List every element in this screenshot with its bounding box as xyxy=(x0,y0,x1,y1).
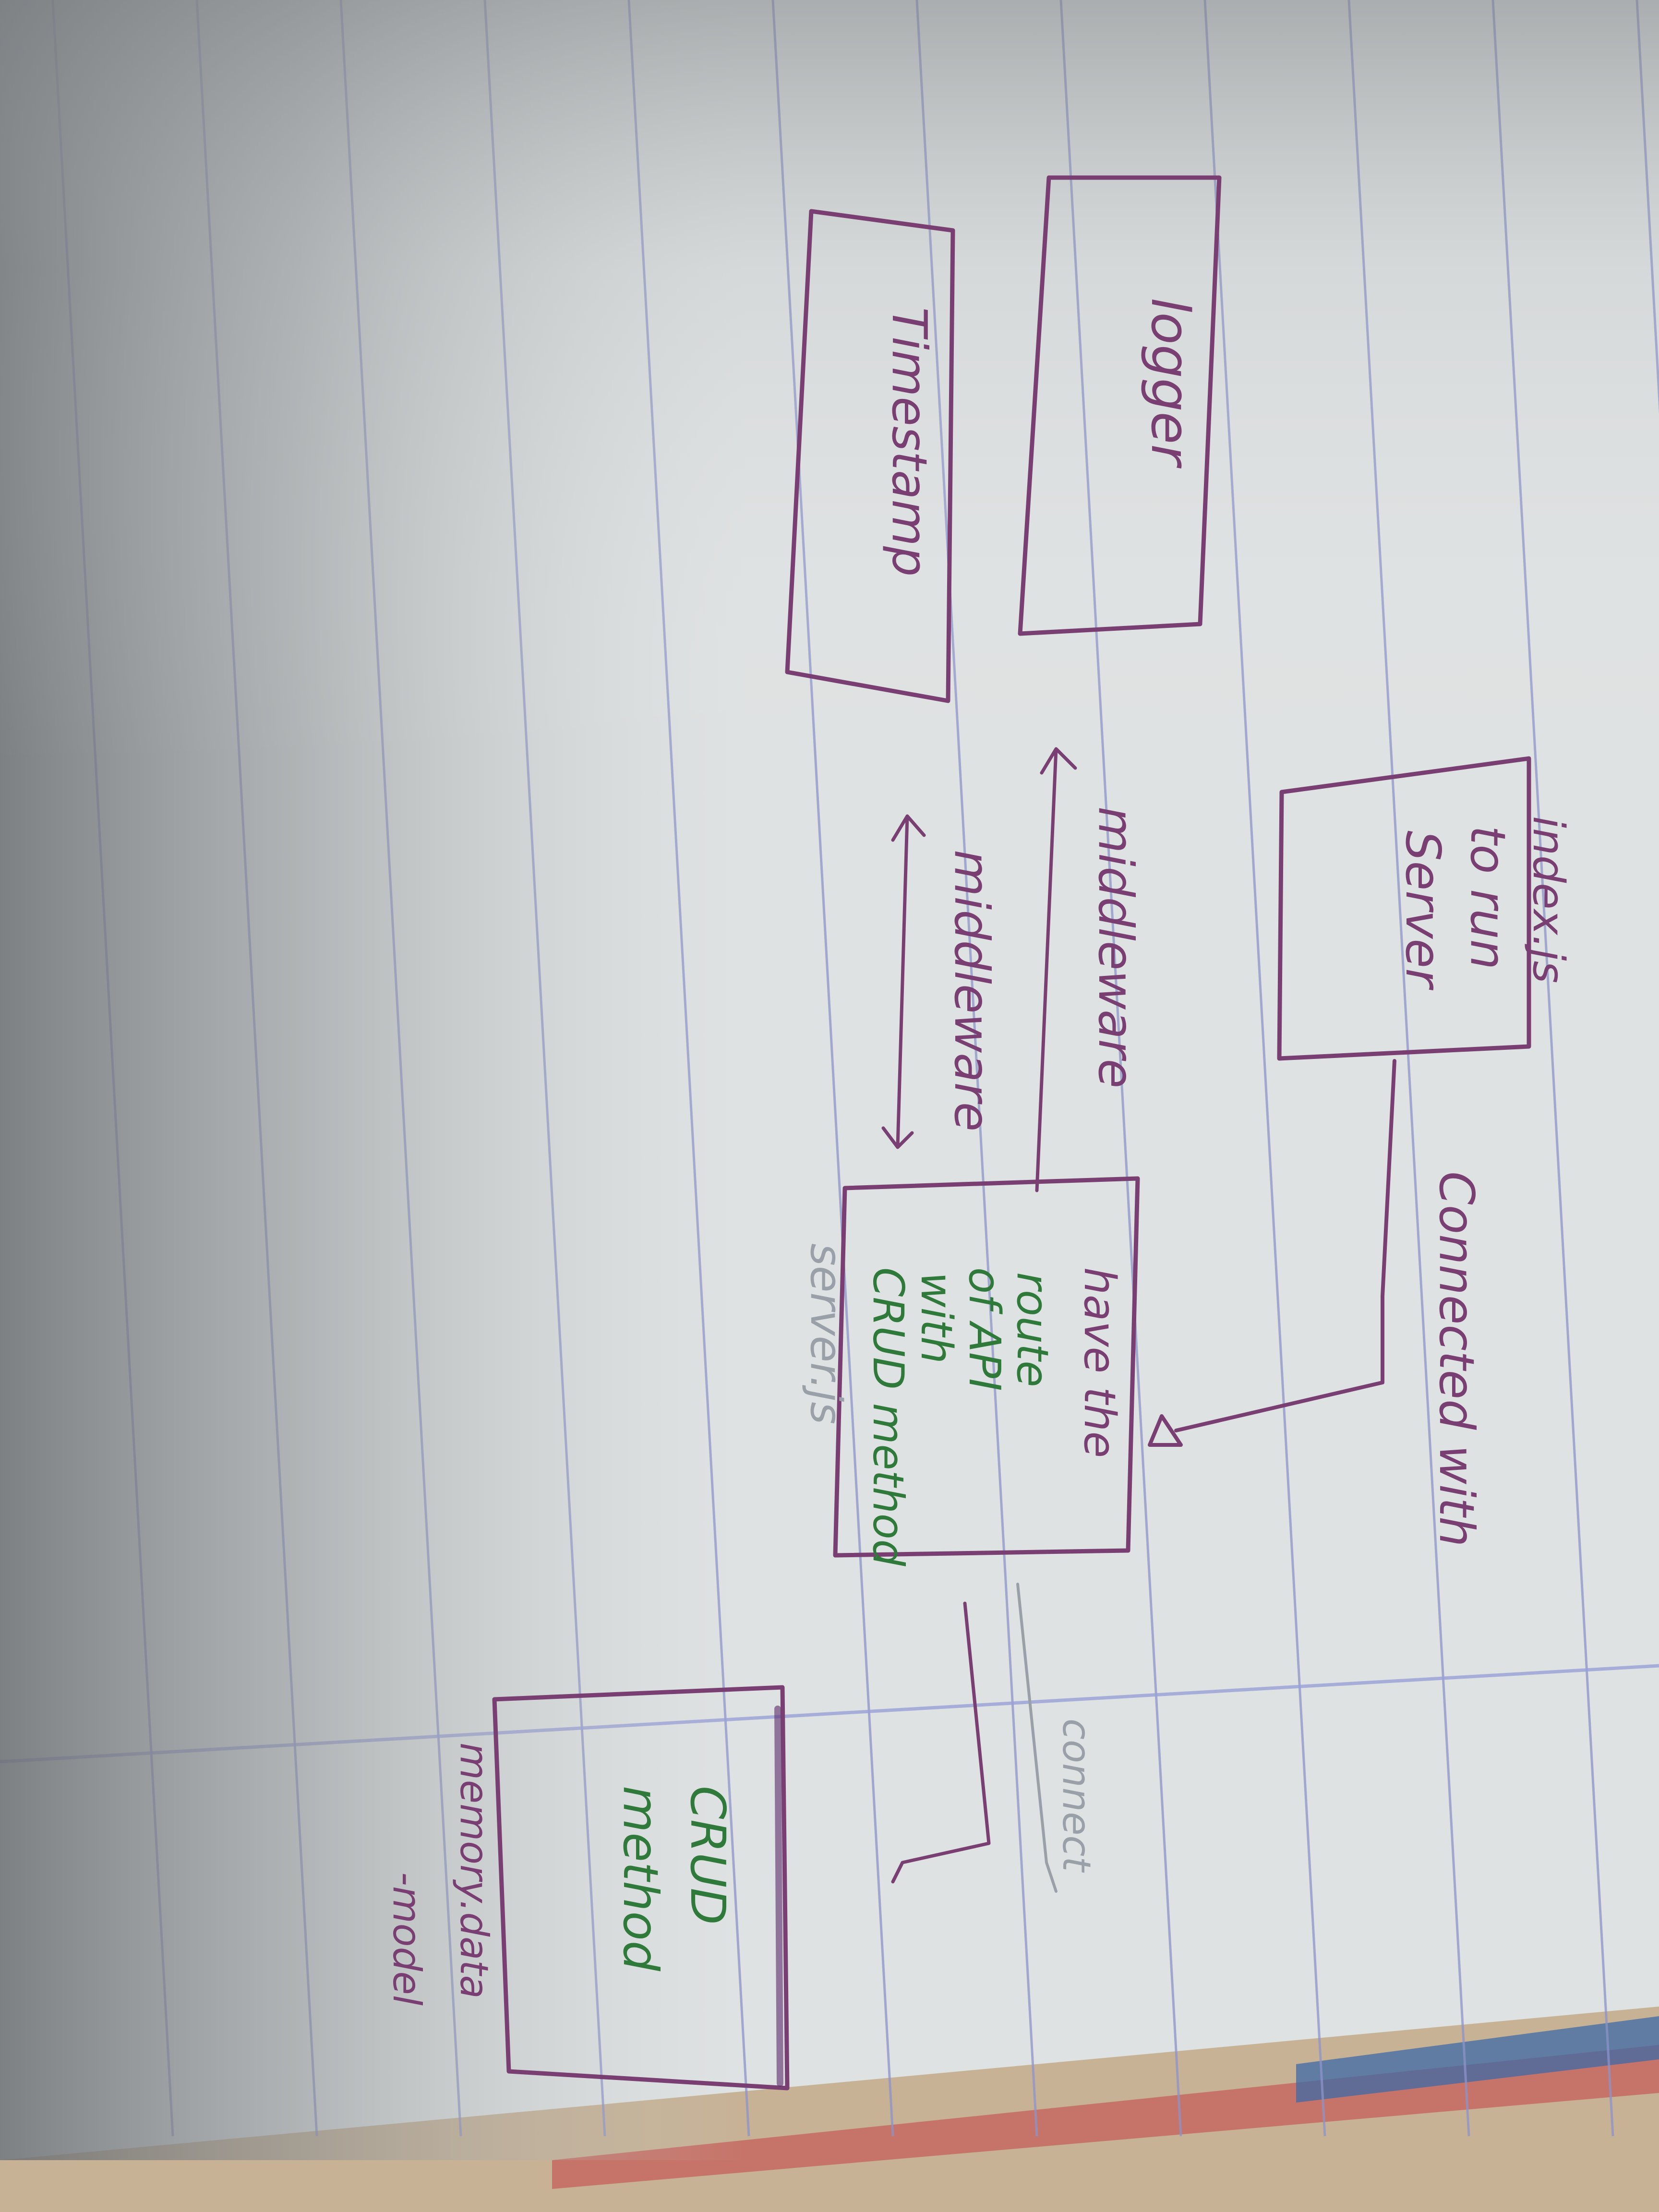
server-to-routes-connector xyxy=(1174,1059,1396,1432)
shadow-top xyxy=(0,0,1659,768)
middleware-top-label: middleware xyxy=(1088,806,1144,1088)
server-file-label: server.js xyxy=(801,1243,851,1424)
server-box-line2: Server xyxy=(1395,830,1451,991)
routes-box-line1: have the xyxy=(1074,1267,1125,1458)
routes-box xyxy=(833,1176,1140,1558)
connect-arrow xyxy=(1016,1583,1058,1893)
crud-box xyxy=(492,1685,790,2091)
memory-file-label: memory.data xyxy=(452,1743,496,1999)
routes-box-line4: with xyxy=(911,1272,962,1364)
crud-box-thick-edge xyxy=(774,1706,783,2087)
server-box-line1: to run xyxy=(1460,826,1516,970)
model-label: -model xyxy=(385,1872,429,2006)
middleware-top-arrow xyxy=(1035,747,1077,1192)
crud-box-line1: CRUD xyxy=(680,1786,736,1925)
connected-with-label: Connected with xyxy=(1429,1171,1485,1547)
logger-box xyxy=(1018,175,1222,636)
timestamp-box xyxy=(785,209,955,703)
timestamp-label: Timestamp xyxy=(881,307,938,577)
routes-to-crud-connector xyxy=(891,1601,991,1884)
arrow-head-icon xyxy=(1148,1414,1183,1447)
crud-box-line2: method xyxy=(613,1786,669,1972)
index-file-label: index.js xyxy=(1523,816,1574,983)
server-box xyxy=(1277,756,1531,1061)
routes-box-line5: CRUD method xyxy=(864,1267,913,1567)
routes-box-line3: of API xyxy=(959,1267,1010,1391)
connect-label: connect xyxy=(1054,1719,1099,1873)
logger-label: logger xyxy=(1140,298,1201,469)
middleware-bottom-arrow xyxy=(881,814,926,1149)
middleware-bottom-label: middleware xyxy=(944,850,1000,1131)
routes-box-line2: route xyxy=(1007,1272,1058,1387)
